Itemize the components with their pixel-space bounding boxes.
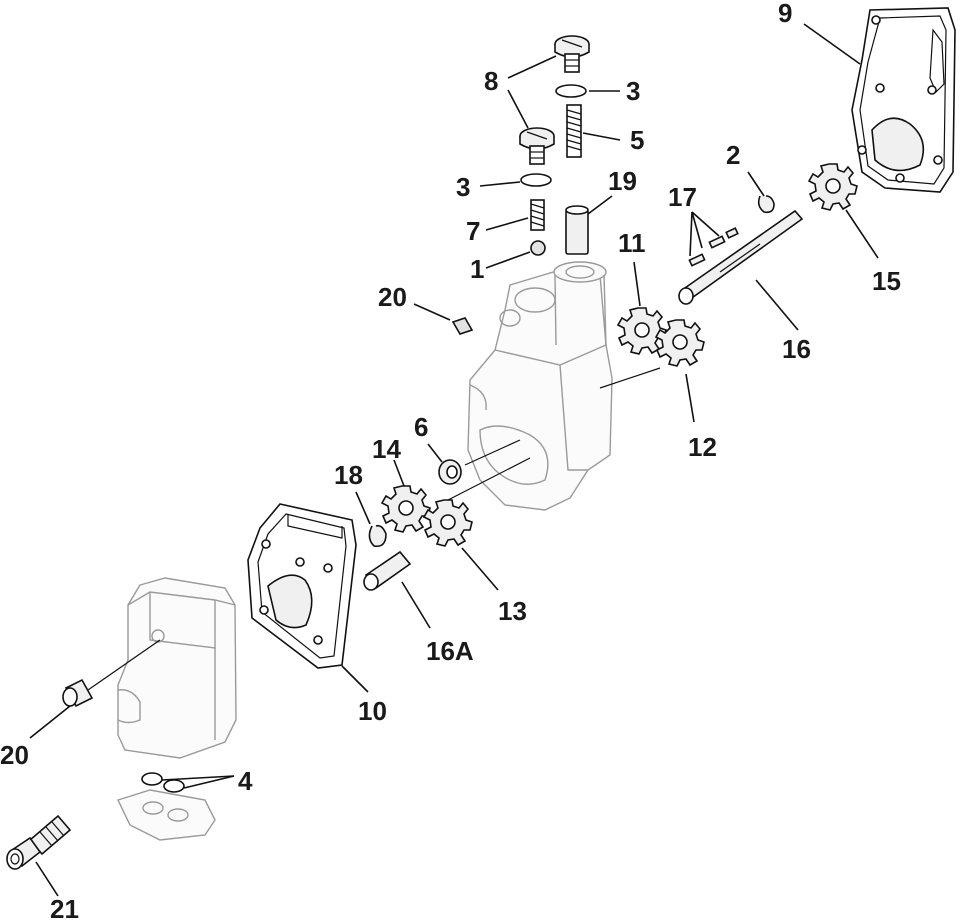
callout-labels: 8 3 5 3 19 7 1 20 2 17 9 15 16 11 12 6 1…: [0, 0, 901, 920]
callout-2: 2: [726, 140, 740, 170]
callout-4: 4: [238, 766, 253, 796]
callout-6: 6: [414, 412, 428, 442]
gear-12: [655, 319, 705, 367]
callout-16: 16: [782, 334, 811, 364]
oring-4b: [163, 779, 185, 793]
drive-shaft: [678, 209, 804, 305]
screw-upper: [554, 35, 590, 73]
callout-19: 19: [608, 166, 637, 196]
retaining-clip-lower: [368, 524, 387, 548]
idler-shaft: [363, 550, 412, 591]
retaining-clip: [757, 195, 775, 214]
callout-17: 17: [668, 182, 697, 212]
callout-21: 21: [50, 894, 79, 920]
callout-5: 5: [630, 125, 644, 155]
callout-12: 12: [688, 432, 717, 462]
plug-upper: [451, 317, 474, 335]
callout-13: 13: [498, 596, 527, 626]
leader-lines: [29, 23, 879, 897]
woodruff-keys: [688, 227, 739, 267]
spring-long: [566, 104, 582, 158]
oring-lower: [520, 173, 552, 187]
gasket-right: [851, 7, 956, 193]
screw-lower: [519, 127, 555, 165]
check-ball: [530, 240, 546, 256]
callout-15: 15: [872, 266, 901, 296]
callout-3-upper: 3: [626, 76, 640, 106]
thrust-washer: [438, 459, 462, 485]
pump-cover-ghost: [117, 577, 237, 759]
hose-fitting: [6, 814, 72, 870]
pump-body-ghost: [467, 261, 613, 511]
assembly-axis-lines: [87, 367, 661, 691]
callout-9: 9: [778, 0, 792, 28]
callout-1: 1: [470, 254, 484, 284]
callout-20-lower: 20: [0, 740, 29, 770]
gasket-left: [247, 503, 357, 669]
callout-10: 10: [358, 696, 387, 726]
callout-20-upper: 20: [378, 282, 407, 312]
oring-4a: [141, 772, 163, 786]
callout-8: 8: [484, 66, 498, 96]
drive-gear-right: [808, 163, 858, 211]
callout-14: 14: [372, 434, 401, 464]
plug-lower: [62, 678, 94, 708]
callout-7: 7: [466, 216, 480, 246]
mount-bracket-ghost: [117, 789, 216, 841]
callout-11: 11: [618, 228, 646, 258]
gear-11: [617, 307, 667, 355]
callout-3-lower: 3: [456, 172, 470, 202]
callout-18: 18: [334, 460, 363, 490]
callout-16a: 16A: [426, 636, 474, 666]
spring-short: [530, 199, 545, 231]
oring-upper: [555, 84, 587, 98]
gear-13: [423, 499, 473, 547]
valve-sleeve: [565, 205, 589, 255]
gear-14: [381, 485, 431, 533]
